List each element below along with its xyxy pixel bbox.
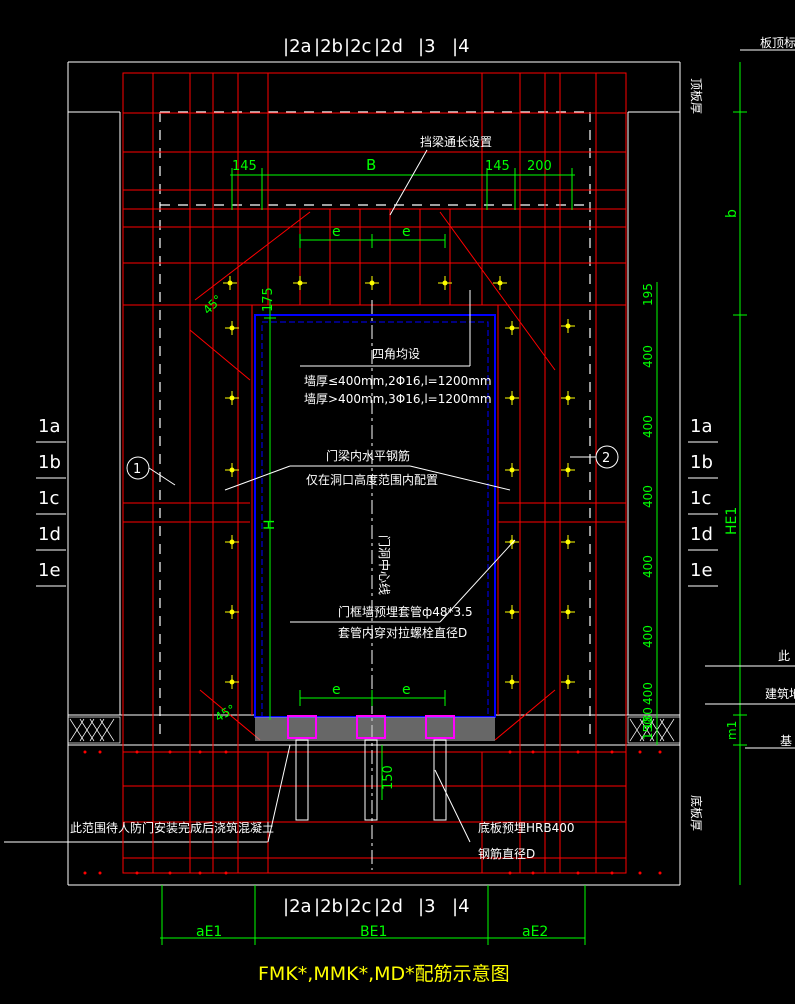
top-section-label: |4 [452, 36, 470, 57]
bottom-section-label: |2a [283, 896, 312, 917]
right-dim-value: 400 [641, 345, 655, 368]
note-wall-thick: 墙厚>400mm,3Φ16,l=1200mm [304, 392, 492, 406]
dim-HE1: HE1 [724, 507, 740, 535]
dim-145-left: 145 [232, 159, 257, 174]
left-section-labels: 1a 1b 1c 1d 1e [36, 416, 66, 587]
top-section-labels: |2a|2b|2c|2d |3 |4 [283, 36, 470, 57]
bottom-section-labels: |2a|2b|2c|2d |3 |4 [283, 896, 470, 917]
dim-B: B [366, 156, 376, 174]
dim-e-bot-1: e [332, 682, 341, 698]
left-section-label: 1e [38, 560, 61, 581]
marker-1: 1 [133, 462, 141, 477]
top-section-label: |3 [418, 36, 436, 57]
note-slab-bar-1: 底板预埋HRB400 [478, 820, 575, 835]
bottom-section-label: |2c [344, 896, 371, 917]
note-slab-top: 板顶标高 [760, 35, 795, 50]
right-dim-value: 400 [641, 625, 655, 648]
note-concrete: 此范围待人防门安装完成后浇筑混凝土 [70, 820, 274, 835]
dim-H: H [262, 519, 278, 530]
left-section-label: 1d [38, 524, 61, 545]
top-section-label: |2c [344, 36, 371, 57]
note-horiz-rebar-1: 门梁内水平钢筋 [326, 448, 410, 463]
right-dim-value: 180 [641, 707, 655, 730]
note-right-1: 此 [778, 649, 790, 663]
dim-aE2: aE2 [522, 924, 548, 940]
note-sleeve-2: 套管内穿对拉螺栓直径D [338, 625, 467, 640]
bottom-section-label: |3 [418, 896, 436, 917]
note-door-center: 门洞中心线 [377, 535, 392, 595]
dim-b: b [724, 209, 740, 218]
dim-175: 175 [261, 287, 276, 312]
bottom-section-label: |2b [314, 896, 343, 917]
note-floor-thick: 底板厚 [689, 795, 704, 831]
right-dim-value: 195 [641, 283, 655, 306]
dim-aE1: aE1 [196, 924, 222, 940]
note-four-corner: 四角均设 [372, 347, 420, 361]
note-lintel: 挡梁通长设置 [420, 134, 492, 149]
structure-outline [4, 61, 681, 886]
right-section-label: 1e [690, 560, 713, 581]
right-dim-value: 400 [641, 682, 655, 705]
note-sleeve-1: 门框墙预埋套管ф48*3.5 [338, 604, 473, 619]
left-section-label: 1a [38, 416, 60, 437]
dashed-cover-lines [159, 111, 591, 740]
dim-m1: m1 [725, 721, 739, 740]
note-right-3: 基 [780, 734, 792, 748]
note-horiz-rebar-2: 仅在洞口高度范围内配置 [306, 472, 438, 487]
right-dim-value: 150 [641, 717, 655, 740]
right-section-labels: 1a 1b 1c 1d 1e [688, 416, 718, 587]
sleeve-marks [223, 276, 575, 689]
hatch-blocks [67, 716, 681, 744]
top-section-label: |2a [283, 36, 312, 57]
dim-150: 150 [381, 765, 396, 790]
bottom-section-label: |2d [374, 896, 403, 917]
note-roof-thick: 顶板厚 [689, 78, 703, 114]
right-dim-value: 400 [641, 415, 655, 438]
left-section-label: 1b [38, 452, 61, 473]
note-slab-bar-2: 钢筋直径D [478, 846, 535, 861]
top-section-label: |2b [314, 36, 343, 57]
right-dim-value: 400 [641, 555, 655, 578]
left-section-label: 1c [38, 488, 59, 509]
top-section-label: |2d [374, 36, 403, 57]
right-section-label: 1c [690, 488, 711, 509]
dim-e-top-2: e [402, 224, 411, 240]
right-dim-value: 400 [641, 485, 655, 508]
dim-145-right: 145 [485, 159, 510, 174]
leaders [126, 49, 795, 843]
dim-200: 200 [527, 159, 552, 174]
right-section-label: 1d [690, 524, 713, 545]
dim-e-top-1: e [332, 224, 341, 240]
dim-e-bot-2: e [402, 682, 411, 698]
right-section-label: 1a [690, 416, 712, 437]
threshold [255, 715, 495, 821]
note-right-2: 建筑地 [765, 686, 795, 701]
angle-bottom: 45° [213, 702, 238, 725]
note-wall-thin: 墙厚≤400mm,2Φ16,l=1200mm [304, 374, 492, 388]
green-dims [160, 62, 747, 945]
angle-top: 45° [200, 292, 225, 317]
marker-2: 2 [602, 451, 610, 466]
dim-BE1: BE1 [360, 924, 387, 940]
rebar-dots [83, 750, 662, 875]
drawing-title: FMK*,MMK*,MD*配筋示意图 [258, 963, 510, 985]
bottom-section-label: |4 [452, 896, 470, 917]
right-section-label: 1b [690, 452, 713, 473]
